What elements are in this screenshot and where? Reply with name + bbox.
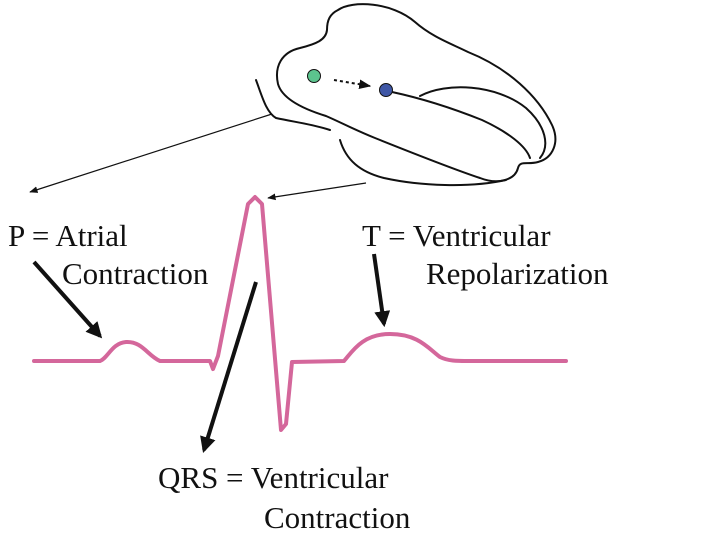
t-wave-arrow — [372, 253, 391, 328]
qrs-label-line2: Contraction — [264, 500, 411, 535]
atrial-pointer-arrow — [29, 113, 273, 193]
av-node-dot — [379, 83, 393, 97]
heart-lower-arc — [255, 79, 331, 131]
sa-node-dot — [307, 69, 321, 83]
p-label-line1: P = Atrial — [8, 218, 128, 253]
heart-inner-contour-2 — [419, 86, 547, 159]
qrs-label-line1: QRS = Ventricular — [158, 460, 389, 495]
heart-inner-contour — [391, 91, 531, 159]
t-label-line2: Repolarization — [426, 256, 609, 291]
qrs-arrow — [200, 281, 258, 454]
heart-bottom-arc — [339, 139, 507, 187]
conduction-dotted-arrow — [333, 79, 372, 89]
ecg-trace — [32, 195, 568, 432]
t-label-line1: T = Ventricular — [362, 218, 551, 253]
p-label-line2: Contraction — [62, 256, 209, 291]
p-wave-arrow — [32, 260, 103, 339]
heart-outline — [255, 3, 557, 187]
ventricular-pointer-arrow — [267, 182, 367, 201]
heart-outer-contour — [276, 3, 557, 183]
